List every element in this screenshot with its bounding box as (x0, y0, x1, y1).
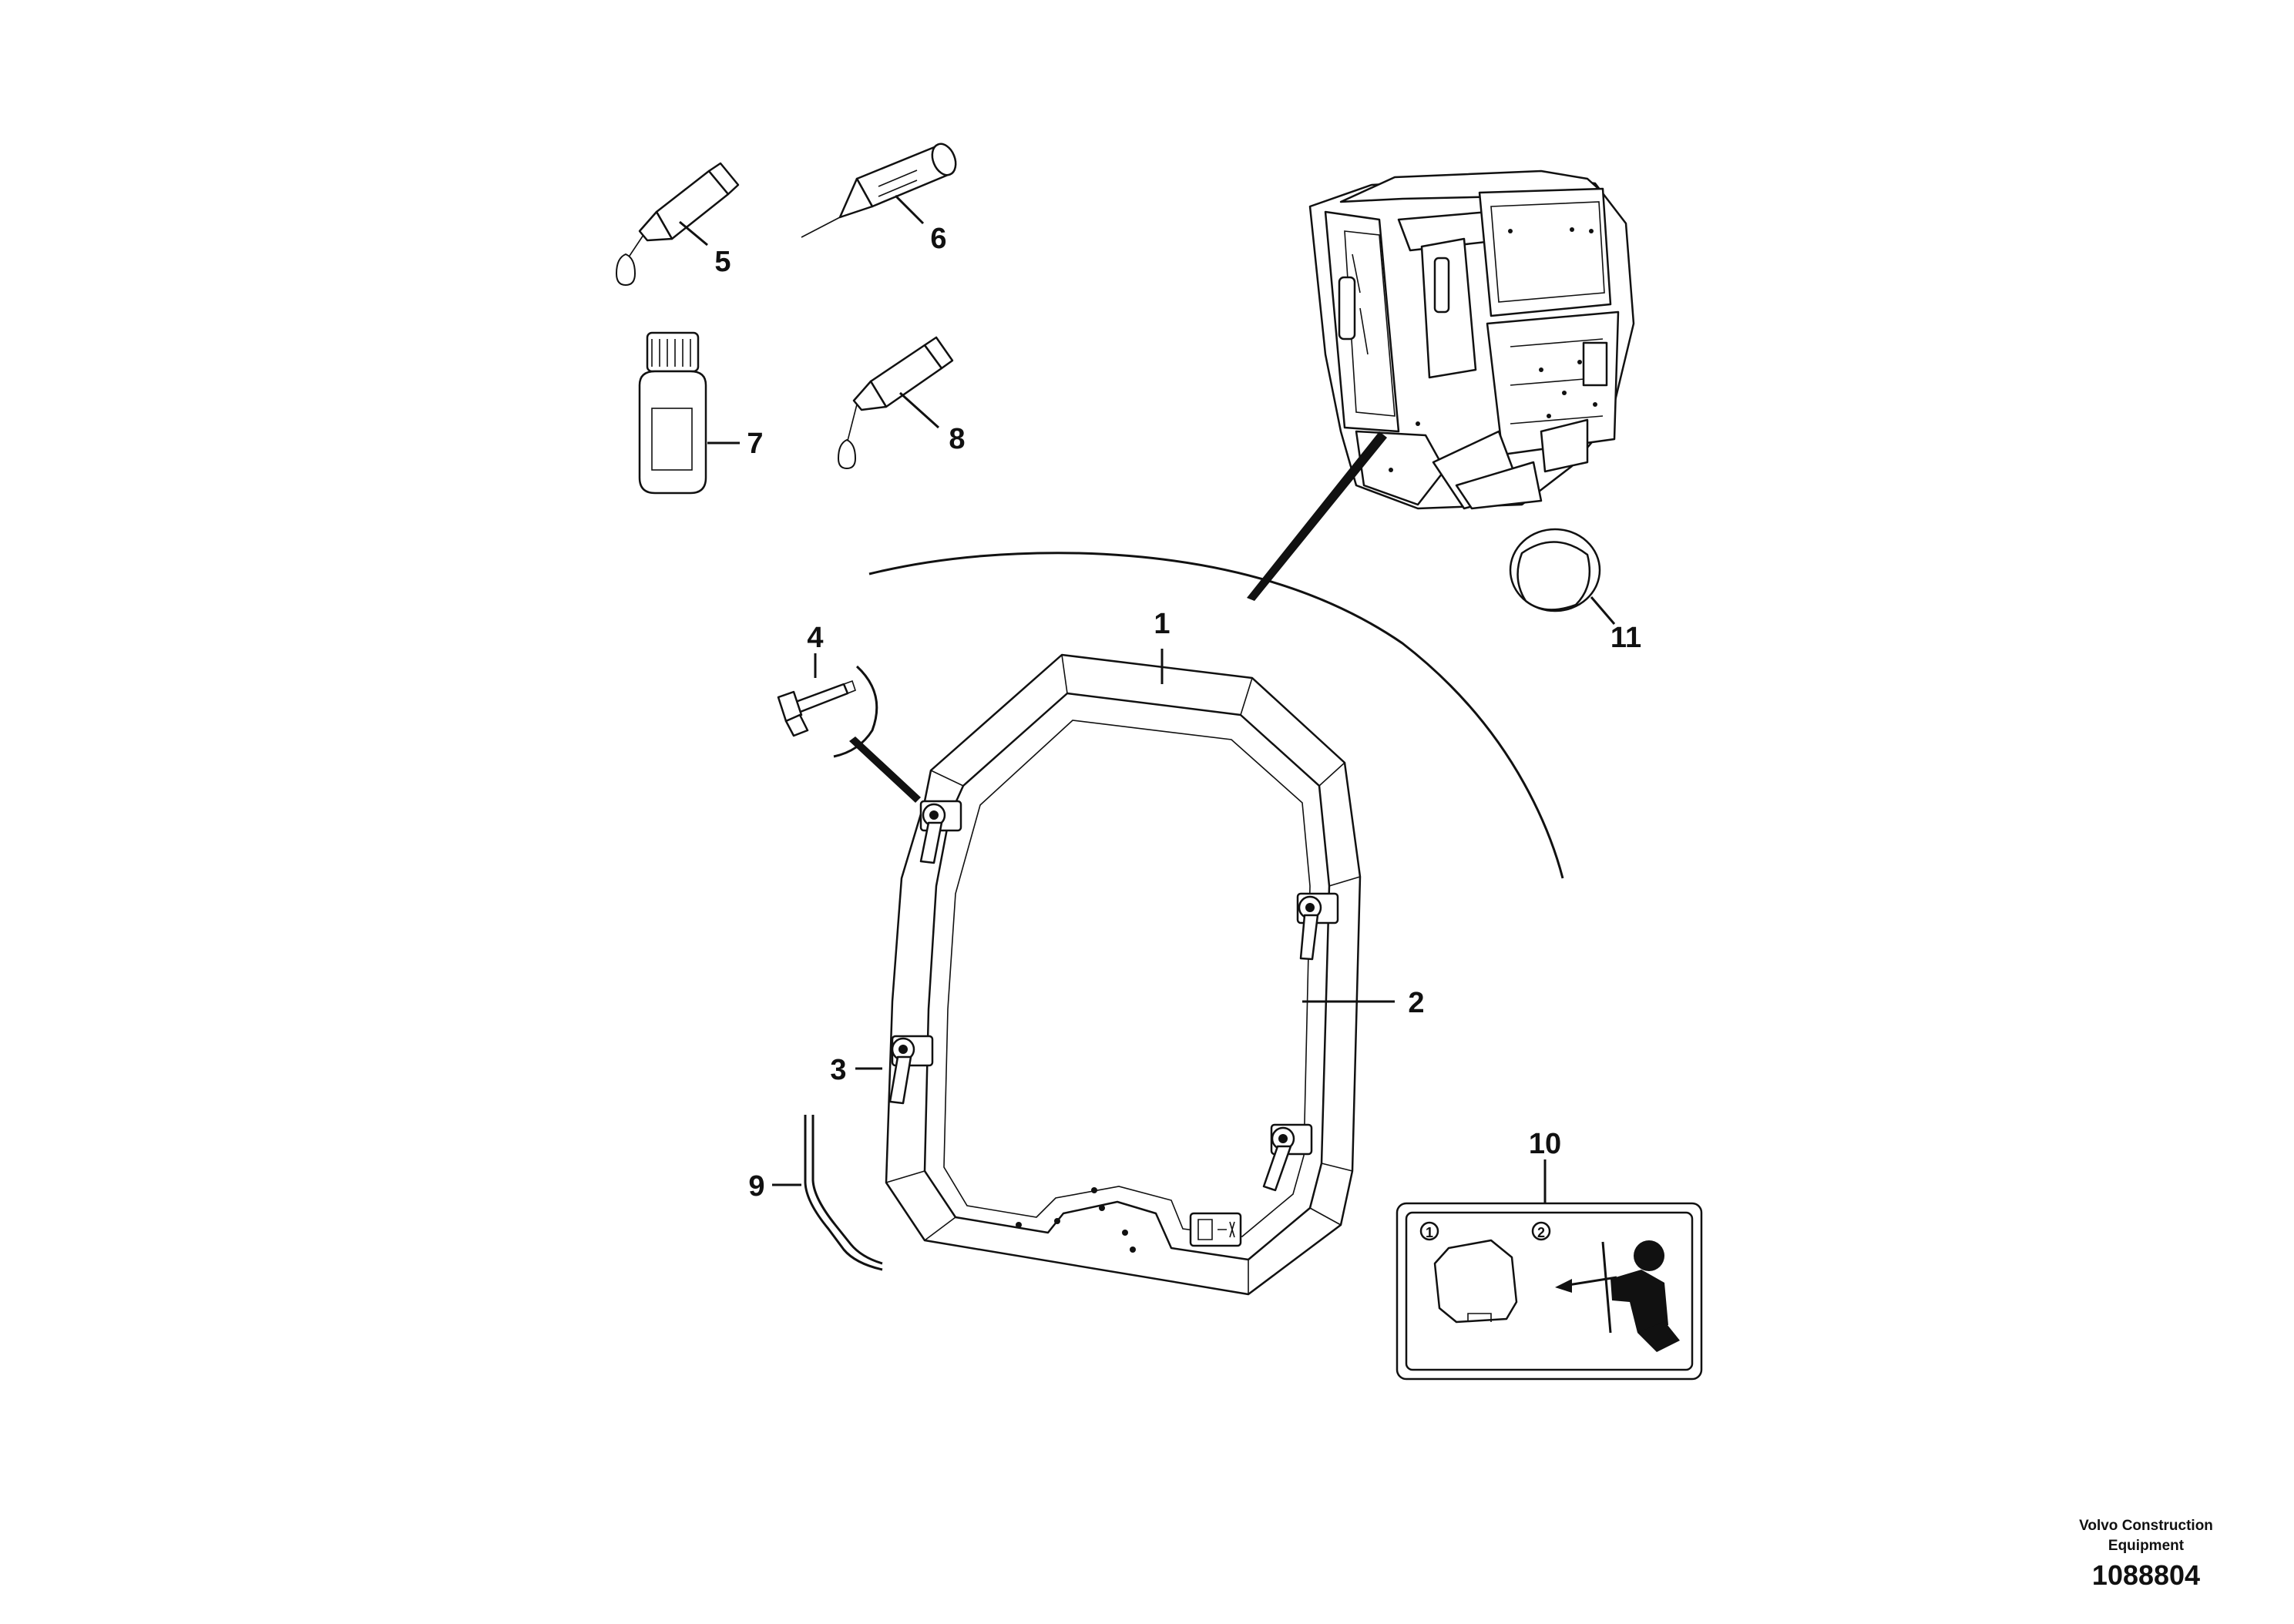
callout-9: 9 (748, 1170, 764, 1203)
callout-4: 4 (807, 622, 823, 654)
decal-step-1: 1 (1426, 1225, 1433, 1240)
illustration-number: 1088804 (2091, 1559, 2201, 1591)
bottle-7 (638, 331, 740, 495)
callout-1: 1 (1154, 608, 1170, 640)
callout-8: 8 (949, 423, 965, 455)
callout-10: 10 (1529, 1128, 1561, 1160)
adhesive-tube-8 (837, 336, 954, 470)
seal-strip-9 (772, 1115, 883, 1271)
latch-lower-right (1262, 1123, 1313, 1192)
credit-block: Volvo Construction Equipment 1088804 (0, 1516, 2294, 1624)
company-name: Volvo Construction Equipment (2079, 1518, 2213, 1554)
window-frame-1 (885, 649, 1395, 1296)
latch-upper-right (1296, 892, 1339, 961)
sealant-cartridge-6 (801, 143, 957, 238)
bolt-detail-4 (777, 653, 921, 803)
latch-lower-left (855, 1035, 934, 1105)
callout-2: 2 (1408, 987, 1424, 1019)
cab-illustration (1308, 169, 1635, 510)
callout-3: 3 (830, 1054, 846, 1086)
adhesive-tube-5 (615, 162, 740, 287)
cab-leader-wedge (1247, 431, 1387, 601)
enlargement-boundary-arc (868, 552, 1564, 879)
decal-10 (1396, 1159, 1703, 1381)
callout-7: 7 (747, 428, 763, 460)
decal-step-2: 2 (1537, 1225, 1545, 1240)
cap-11 (1509, 528, 1616, 625)
callout-11: 11 (1611, 622, 1641, 654)
callout-6: 6 (930, 223, 946, 255)
latch-upper-left (919, 800, 962, 864)
callout-5: 5 (714, 246, 731, 278)
